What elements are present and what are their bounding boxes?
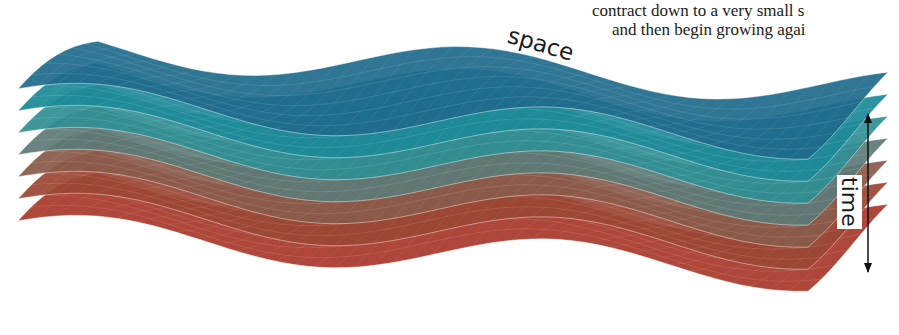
time-arrow xyxy=(867,114,869,272)
grid-line xyxy=(393,47,473,130)
space-sheet xyxy=(18,41,888,159)
grid-line xyxy=(453,56,533,118)
grid-line xyxy=(295,57,375,133)
grid-line xyxy=(85,44,875,109)
grid-line xyxy=(97,65,177,84)
grid-line xyxy=(38,48,118,86)
grid-line xyxy=(650,99,730,127)
grid-line xyxy=(690,95,770,139)
space-sheets xyxy=(18,41,888,291)
grid-line xyxy=(670,97,750,132)
grid-line xyxy=(769,79,849,158)
grid-line xyxy=(137,73,217,90)
grid-line xyxy=(492,68,572,111)
grid-line xyxy=(354,48,434,136)
grid-line xyxy=(413,49,493,127)
grid-line xyxy=(71,48,861,119)
grid-line xyxy=(156,75,236,95)
grid-line xyxy=(255,66,335,125)
page-text: and then begin growing agai xyxy=(612,20,806,40)
sheet-surface xyxy=(18,41,888,159)
grid-line xyxy=(591,95,671,111)
grid-line xyxy=(472,62,552,114)
grid-line xyxy=(314,53,394,135)
grid-line xyxy=(235,69,315,118)
grid-line xyxy=(58,54,848,129)
grid-line xyxy=(374,47,454,134)
grid-line xyxy=(630,99,710,121)
grid-line xyxy=(216,73,296,113)
grid-line xyxy=(275,61,355,129)
grid-line xyxy=(729,87,809,150)
grid-line xyxy=(551,86,631,107)
grid-line xyxy=(77,60,157,83)
grid-line xyxy=(58,54,138,84)
grid-line xyxy=(334,50,414,136)
grid-line xyxy=(788,75,868,159)
grid-line xyxy=(45,63,835,139)
grid-line xyxy=(611,98,691,116)
grid-line xyxy=(196,75,276,107)
grid-line xyxy=(433,52,513,123)
grid-line xyxy=(532,80,612,107)
grid-line xyxy=(512,74,592,108)
axis-label: time xyxy=(837,175,862,229)
page-text: contract down to a very small s xyxy=(592,1,804,21)
grid-line xyxy=(117,70,197,87)
grid-line xyxy=(709,91,789,145)
